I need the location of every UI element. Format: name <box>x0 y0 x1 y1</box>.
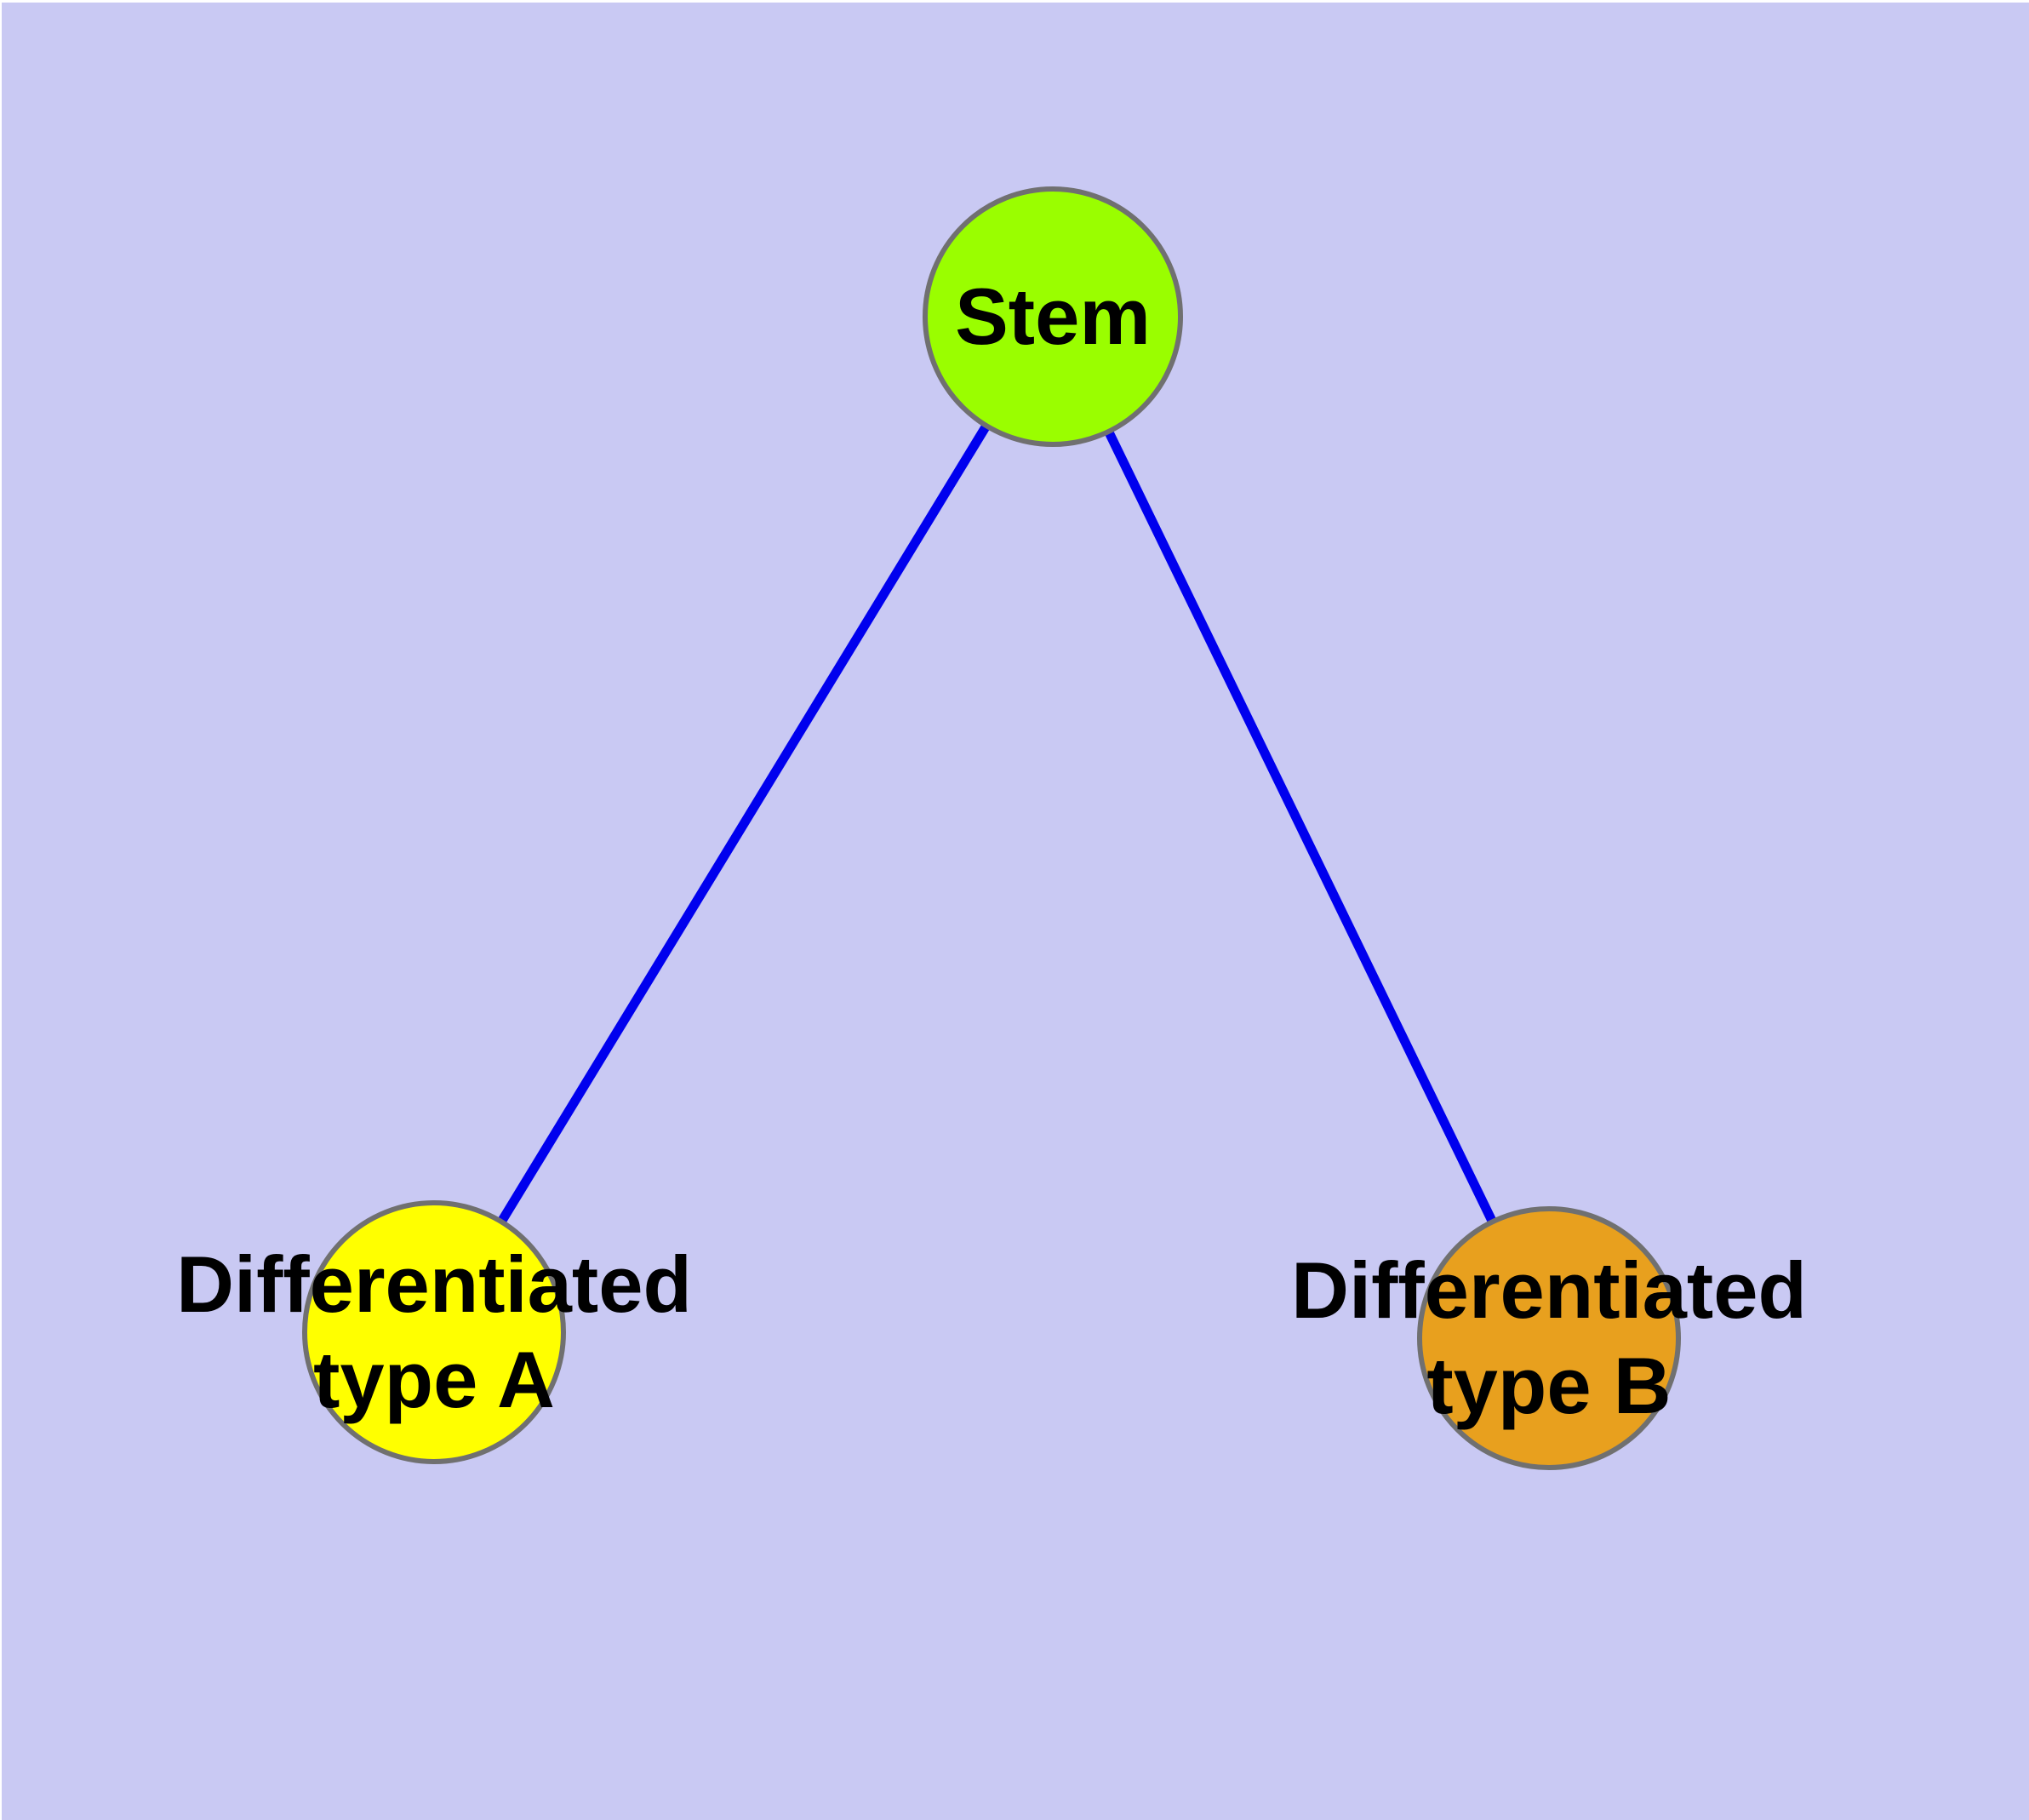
node-differentiated-type-a[interactable] <box>302 1200 566 1464</box>
edge-stem-to-differentiated-type-a <box>430 314 1057 1335</box>
node-stem[interactable] <box>923 186 1183 447</box>
node-differentiated-type-b[interactable] <box>1417 1206 1681 1470</box>
edge-stem-to-differentiated-type-b <box>1049 314 1553 1341</box>
